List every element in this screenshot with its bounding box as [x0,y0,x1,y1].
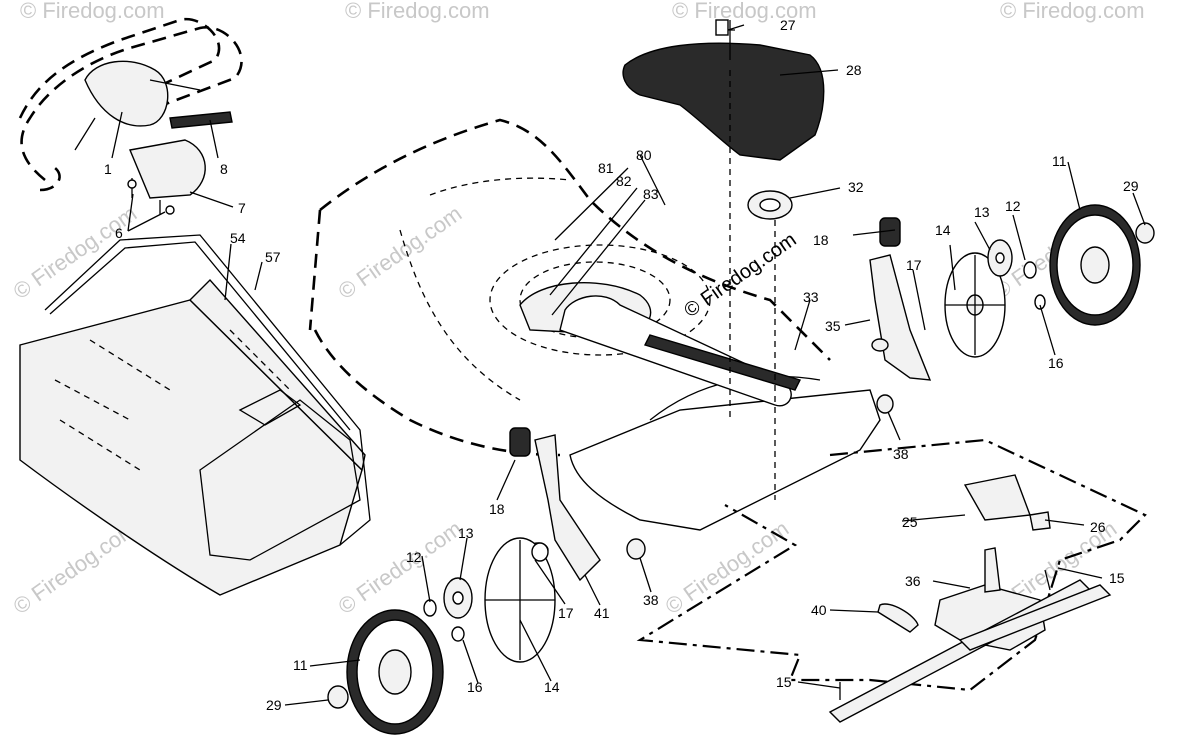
label-part-26: 26 [1090,519,1106,535]
label-part-29-front: 29 [266,697,282,713]
part-labels: 1 80 81 82 83 8 7 6 54 57 27 28 32 18 33… [104,17,1139,713]
label-part-80: 80 [636,147,652,163]
watermark: © Firedog.com [20,0,165,23]
label-part-41: 41 [594,605,610,621]
control-bail [84,60,169,127]
label-part-11-rear: 11 [1052,153,1067,169]
watermark: © Firedog.com [334,201,467,304]
handle-assembly [18,17,243,215]
label-part-16-front: 16 [467,679,483,695]
grass-bag [19,234,371,596]
label-part-83: 83 [643,186,659,202]
label-part-54: 54 [230,230,246,246]
watermark: © Firedog.com [345,0,490,23]
label-part-1: 1 [104,161,112,177]
label-part-25: 25 [902,514,918,530]
watermark: © Firedog.com [9,201,142,304]
label-part-81: 81 [598,160,614,176]
label-part-82: 82 [616,173,632,189]
label-part-12-rear: 12 [1005,198,1021,214]
drive-belt [559,295,801,407]
label-part-13-rear: 13 [974,204,990,220]
watermark: © Firedog.com [672,0,817,23]
height-adjuster-rear [869,217,932,381]
gearbox-assembly [636,438,1147,723]
pulley [729,70,793,500]
label-part-15-right: 15 [1109,570,1125,586]
label-part-57: 57 [265,249,281,265]
watermark-center: © Firedog.com [680,229,800,322]
watermark: © Firedog.com [1000,0,1145,23]
label-part-17-front: 17 [558,605,574,621]
label-part-28: 28 [846,62,862,78]
label-part-18-front: 18 [489,501,505,517]
watermark: © Firedog.com [661,516,794,619]
label-part-11-front: 11 [293,657,308,673]
label-part-18-rear: 18 [813,232,829,248]
label-part-8: 8 [220,161,228,177]
label-part-29-rear: 29 [1123,178,1139,194]
wheel-front-left [327,394,894,735]
label-part-13-front: 13 [458,525,474,541]
label-part-32: 32 [848,179,864,195]
label-part-38-front: 38 [643,592,659,608]
cable [169,111,233,129]
label-part-27: 27 [780,17,796,33]
label-part-17-rear: 17 [906,257,922,273]
belt-cover [622,19,825,161]
bracket-plate [129,139,206,199]
label-part-35: 35 [825,318,841,334]
label-part-36: 36 [905,573,921,589]
label-part-6: 6 [115,225,123,241]
label-part-38-rear: 38 [893,446,909,462]
wheel-rear-right [944,204,1155,358]
label-part-15-left: 15 [776,674,792,690]
label-part-14-rear: 14 [935,222,951,238]
label-part-12-front: 12 [406,549,422,565]
leader-lines [111,24,1146,706]
label-part-40: 40 [811,602,827,618]
label-part-16-rear: 16 [1048,355,1064,371]
label-part-33: 33 [803,289,819,305]
label-part-7: 7 [238,200,246,216]
label-part-14-front: 14 [544,679,560,695]
